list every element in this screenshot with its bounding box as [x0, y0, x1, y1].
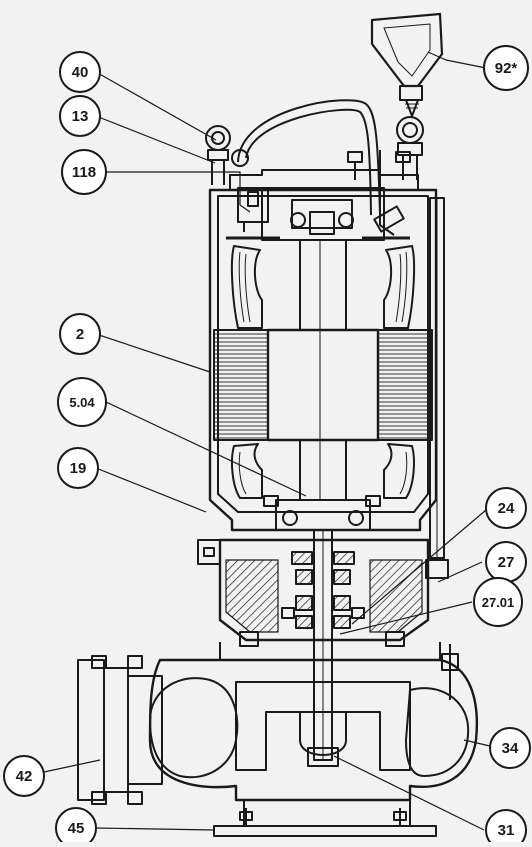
- callout-5-04: 5.04: [57, 377, 107, 427]
- rotor: [266, 239, 380, 501]
- stator-lower-winding-left: [231, 443, 263, 499]
- callout-circle: [485, 487, 527, 529]
- callout-label: 27: [498, 554, 515, 571]
- lifting-eye-right: [396, 116, 424, 180]
- callout-circle: [59, 51, 101, 93]
- callout-13: 13: [59, 95, 101, 137]
- mechanical-seal-lower: [281, 595, 365, 629]
- callout-circle: [57, 447, 99, 489]
- seal-chamber: [197, 538, 430, 642]
- callout-label: 45: [68, 820, 85, 837]
- callout-circle: [483, 45, 529, 91]
- callout-circle: [59, 95, 101, 137]
- stator-upper-winding-right: [383, 245, 416, 329]
- mechanical-seal-upper: [291, 551, 355, 585]
- callout-label: 42: [16, 768, 33, 785]
- lifting-eye-left: [205, 125, 231, 185]
- callout-circle: [489, 727, 531, 769]
- callout-label: 5.04: [69, 395, 95, 410]
- shaft: [313, 529, 333, 761]
- leader-lines: [43, 51, 491, 831]
- seal-plate: [219, 631, 459, 700]
- stator-core: [213, 329, 433, 441]
- callout-label: 13: [72, 108, 89, 125]
- callout-label: 19: [70, 460, 87, 477]
- callout-label: 2: [76, 326, 84, 343]
- callout-circle: [59, 313, 101, 355]
- callout-label: 40: [72, 64, 89, 81]
- callout-42: 42: [3, 755, 45, 797]
- callout-circle: [61, 149, 107, 195]
- stator-lower-winding-right: [383, 443, 415, 499]
- oil-bottle-icon: [370, 12, 444, 117]
- callout-34: 34: [489, 727, 531, 769]
- callout-circle: [55, 807, 97, 847]
- callout-118: 118: [61, 149, 107, 195]
- stator-upper-winding-left: [230, 245, 263, 329]
- callout-31: 31: [485, 809, 527, 847]
- callout-circle: [3, 755, 45, 797]
- callout-45: 45: [55, 807, 97, 847]
- callout-label: 118: [72, 164, 96, 181]
- callout-label: 31: [498, 822, 515, 839]
- callout-circle: [57, 377, 107, 427]
- callout-27: 27: [485, 541, 527, 583]
- callout-40: 40: [59, 51, 101, 93]
- callout-label: 24: [498, 500, 515, 517]
- callout-92-: 92*: [483, 45, 529, 91]
- callout-27-01: 27.01: [473, 577, 523, 627]
- callout-circle: [473, 577, 523, 627]
- motor-housing: [208, 169, 438, 532]
- volute-casing: [148, 658, 478, 837]
- callout-2: 2: [59, 313, 101, 355]
- callout-24: 24: [485, 487, 527, 529]
- callout-label: 92*: [495, 60, 518, 77]
- callout-19: 19: [57, 447, 99, 489]
- callout-label: 34: [502, 740, 519, 757]
- outlet-flange: [77, 655, 163, 805]
- callout-label: 27.01: [482, 595, 515, 610]
- callout-circle: [485, 809, 527, 847]
- power-cable: [231, 99, 405, 236]
